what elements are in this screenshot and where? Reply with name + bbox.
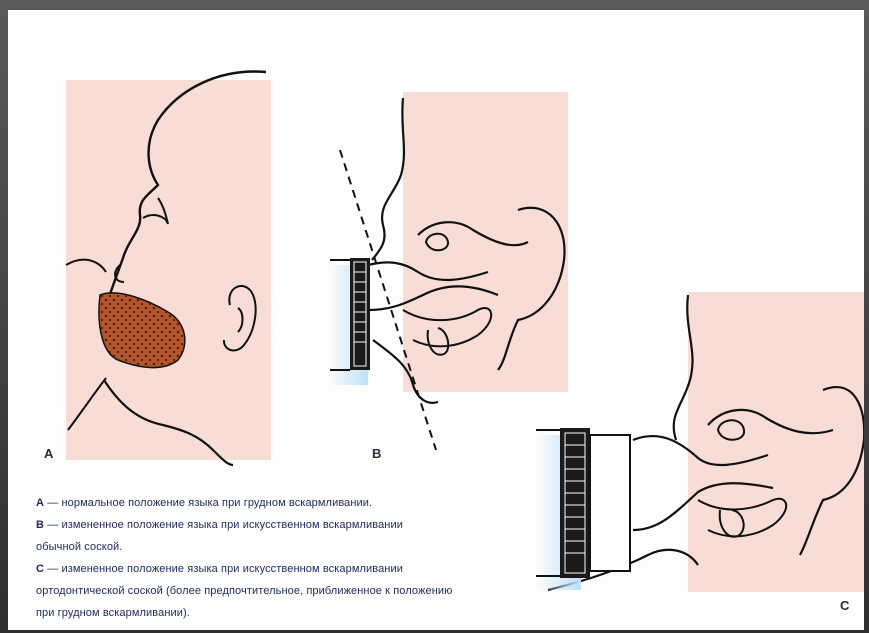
bottle-neck-c	[590, 435, 630, 571]
caption-key-c: C	[36, 563, 44, 575]
bottle-collar-b	[350, 258, 370, 370]
panel-label-a: A	[44, 446, 53, 461]
panel-a-breastfeeding	[66, 72, 271, 465]
illustration-sheet: A B C A — нормальное положение языка при…	[8, 10, 864, 630]
caption-text-b1: — измененное положение языка при искусст…	[44, 519, 403, 531]
caption-key-a: A	[36, 497, 44, 509]
caption-line-c3: при грудном вскармливании).	[36, 602, 556, 624]
panel-b-conventional-nipple	[328, 92, 568, 450]
bottle-collar-c	[560, 428, 590, 578]
skin-background-a	[66, 80, 271, 460]
caption-line-b1: B — измененное положение языка при искус…	[36, 514, 556, 536]
caption-line-a: A — нормальное положение языка при грудн…	[36, 492, 556, 514]
panel-c-orthodontic-nipple	[536, 292, 864, 592]
skin-background-c	[688, 292, 864, 592]
caption-line-b2: обычной соской.	[36, 536, 556, 558]
skin-background-b	[403, 92, 568, 392]
caption-line-c1: C — измененное положение языка при искус…	[36, 558, 556, 580]
panel-label-c: C	[840, 598, 849, 613]
profile-outline-b	[372, 98, 404, 260]
figure-caption: A — нормальное положение языка при грудн…	[36, 492, 556, 624]
caption-text-c1: — измененное положение языка при искусст…	[44, 563, 403, 575]
caption-text-a: — нормальное положение языка при грудном…	[44, 497, 372, 509]
caption-key-b: B	[36, 519, 44, 531]
panel-label-b: B	[372, 446, 381, 461]
caption-line-c2: ортодонтической соской (более предпочтит…	[36, 580, 556, 602]
